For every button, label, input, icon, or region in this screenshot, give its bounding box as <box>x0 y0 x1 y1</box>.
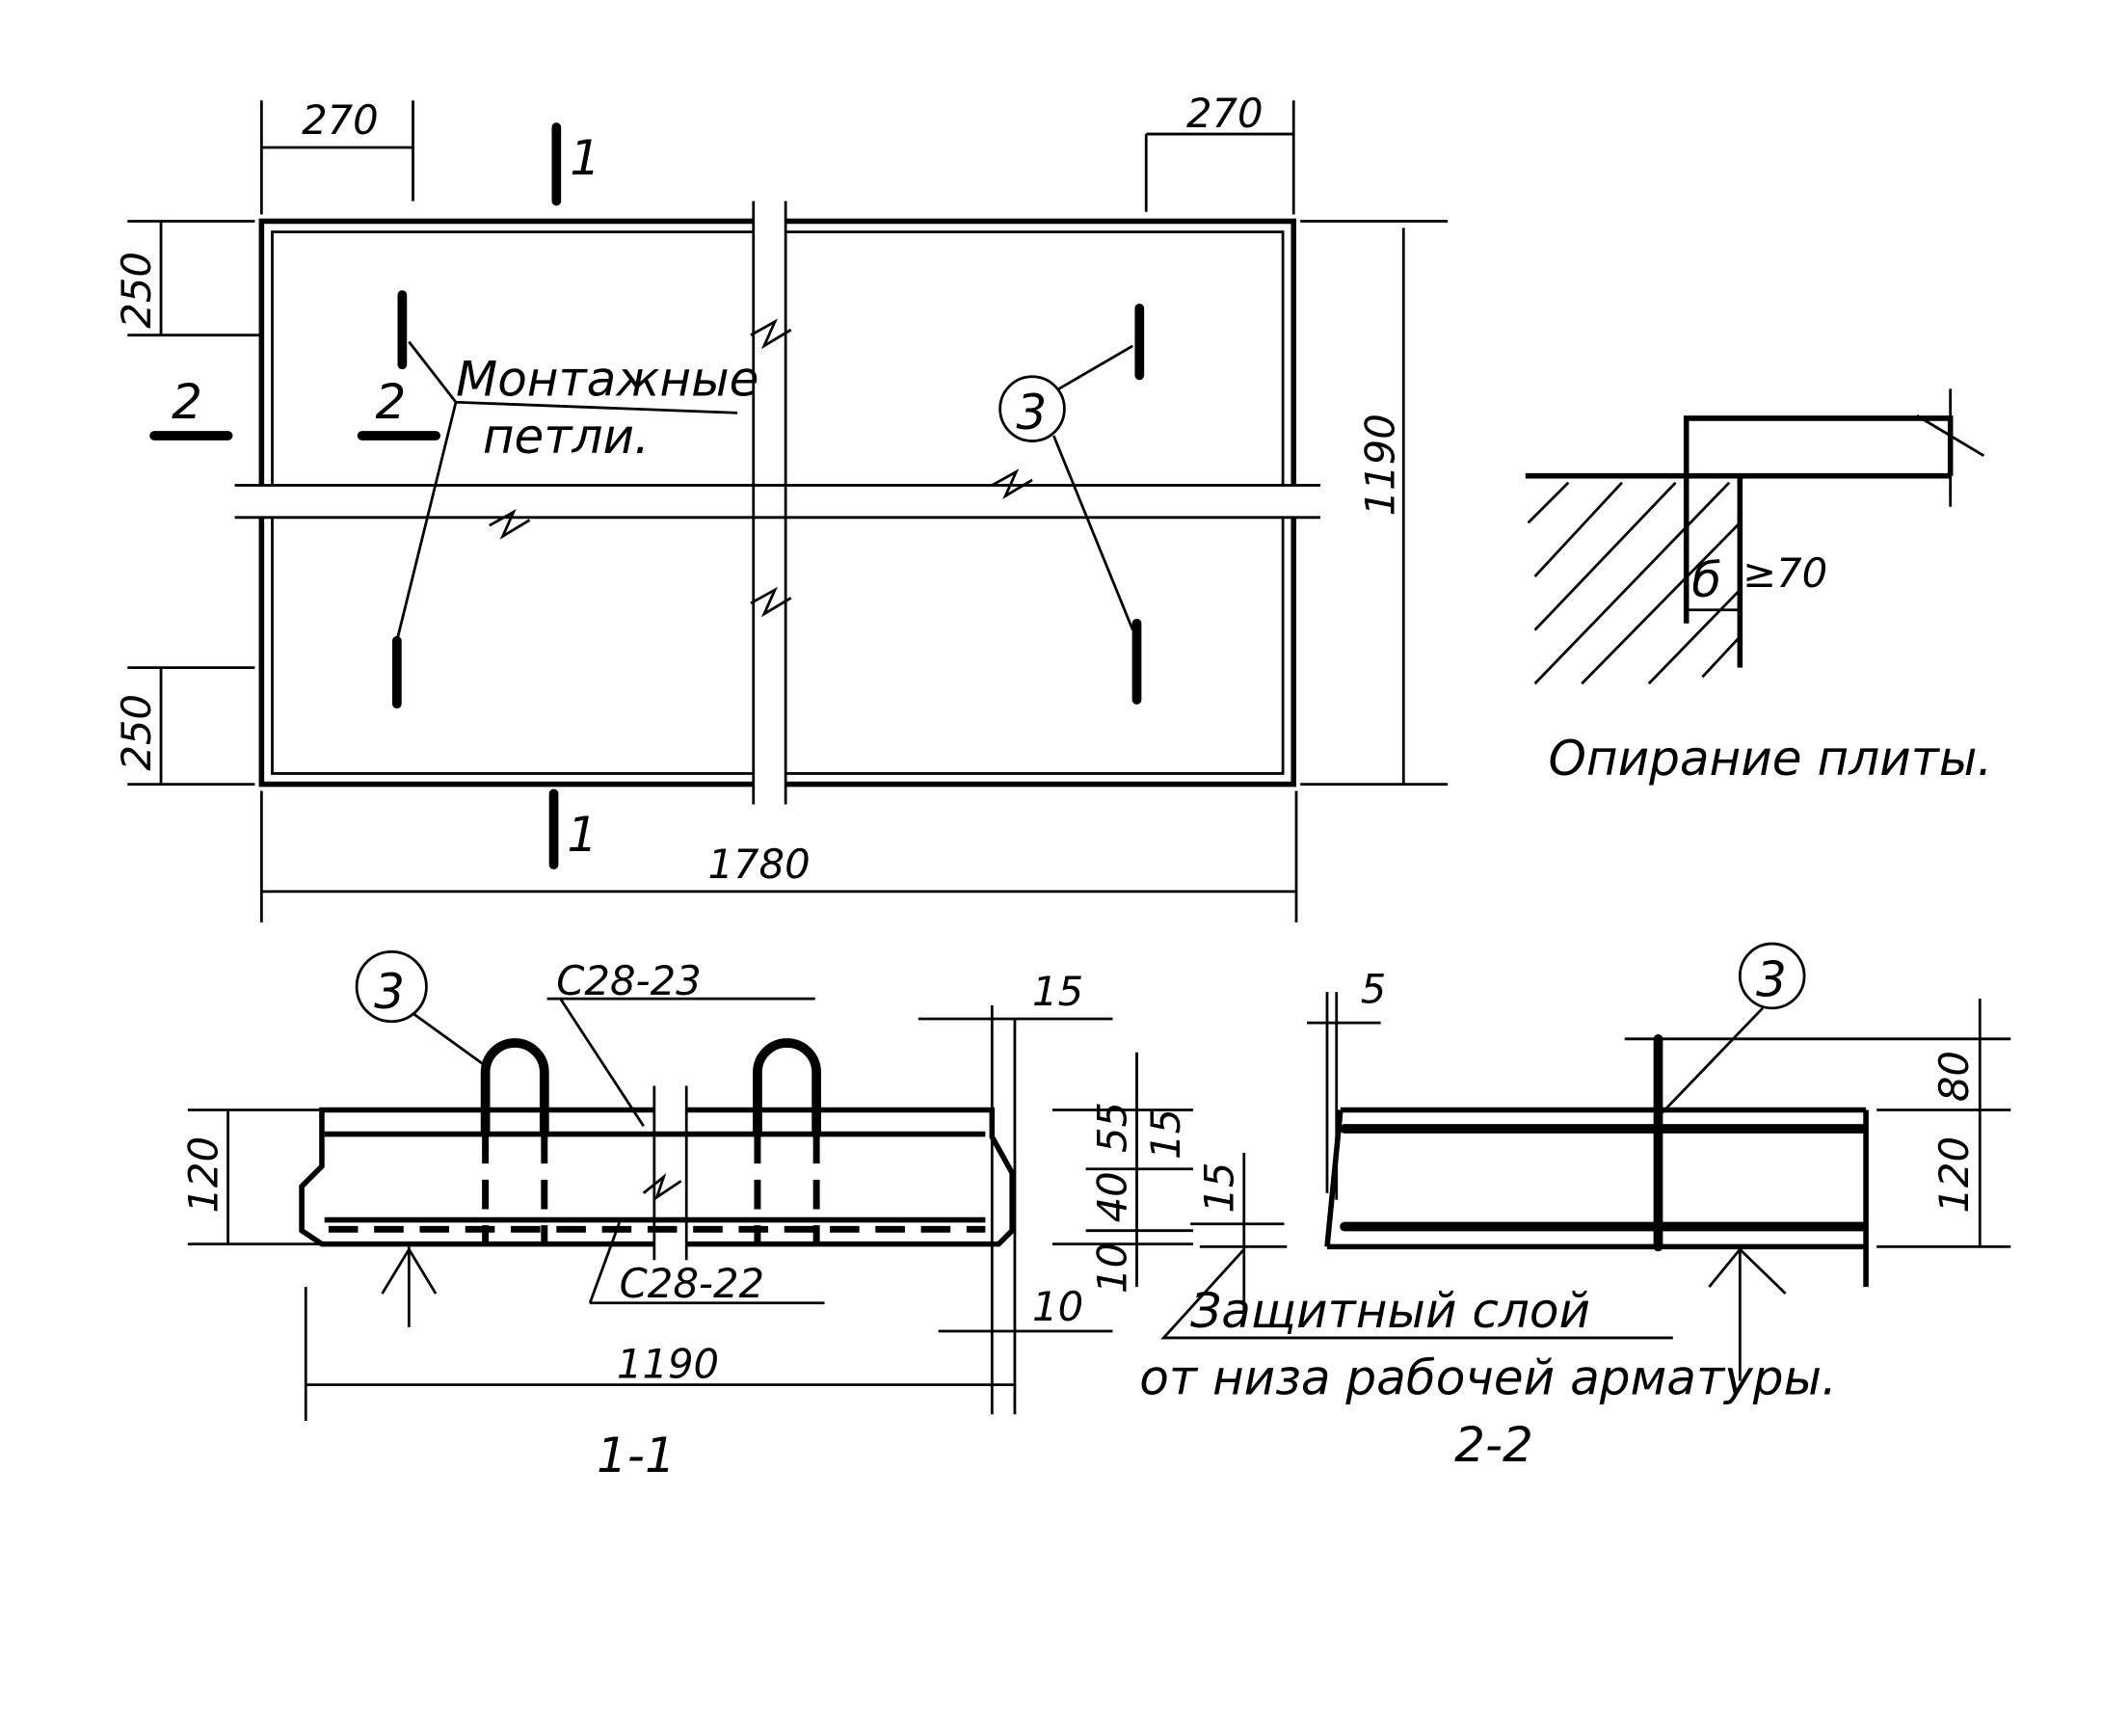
section-mark-1-bottom: 1 <box>567 807 598 863</box>
cover-note-line1: Защитный слой <box>1190 1283 1590 1339</box>
section-title-2-2: 2-2 <box>1454 1417 1533 1473</box>
dim-15: 15 <box>1032 968 1083 1015</box>
support-caption: Опирание плиты. <box>1548 731 1992 787</box>
section-2-2: 3 80 120 5 15 Защитный слой от низа рабо… <box>1139 942 2011 1473</box>
section-mark-2-inner: 2 <box>376 374 407 430</box>
mesh-label-bottom: С28-22 <box>620 1260 764 1307</box>
section-1-1: 3 С28-23 С28-22 120 15 10 1190 1-1 55 15… <box>179 950 1193 1483</box>
cover-note-line2: от низа рабочей арматуры. <box>1139 1349 1837 1405</box>
bearing-length-value: ≥70 <box>1743 549 1827 597</box>
dim-80: 80 <box>1930 1051 1978 1102</box>
plan-view: Монтажные петли. 3 1 1 2 2 270 270 250 2… <box>113 90 1449 922</box>
dim-15-mid: 15 <box>1142 1108 1189 1160</box>
bearing-length-label: б <box>1691 552 1721 608</box>
wall-hatching <box>1527 481 1742 685</box>
dim-250-top: 250 <box>113 252 160 329</box>
dim-1780-width: 1780 <box>707 841 810 888</box>
callout-circle <box>998 375 1066 442</box>
support-detail: б ≥70 Опирание плиты. <box>1525 388 1992 787</box>
mesh-label-top: С28-23 <box>556 957 701 1004</box>
callout-3: 3 <box>1016 385 1047 441</box>
dim-40: 40 <box>1088 1171 1135 1222</box>
lifting-loop <box>480 1038 821 1139</box>
dim-120: 120 <box>179 1136 226 1214</box>
callout-3: 3 <box>1756 951 1787 1007</box>
dim-55: 55 <box>1088 1102 1135 1153</box>
break-marks <box>489 318 1033 618</box>
section-title-1-1: 1-1 <box>597 1428 676 1483</box>
dim-5: 5 <box>1361 965 1387 1012</box>
dim-1190-height: 1190 <box>1357 414 1404 516</box>
dim-15: 15 <box>1196 1162 1243 1214</box>
dim-270-left: 270 <box>302 96 379 144</box>
section-mark-1-top: 1 <box>570 130 600 186</box>
lifting-loops-label: Монтажные <box>456 351 758 407</box>
dim-250-bottom: 250 <box>113 694 160 771</box>
dim-10-left: 10 <box>1088 1242 1135 1294</box>
slab-section-2 <box>1324 1107 1869 1288</box>
callout-3: 3 <box>374 964 405 1020</box>
lifting-loops-label-2: петли. <box>483 409 650 465</box>
dim-120: 120 <box>1930 1136 1978 1214</box>
dim-10: 10 <box>1032 1283 1083 1330</box>
loops-leader <box>395 340 738 642</box>
dim-270-right: 270 <box>1186 90 1264 137</box>
section-mark-2-left: 2 <box>172 374 202 430</box>
dim-1190: 1190 <box>617 1341 719 1388</box>
